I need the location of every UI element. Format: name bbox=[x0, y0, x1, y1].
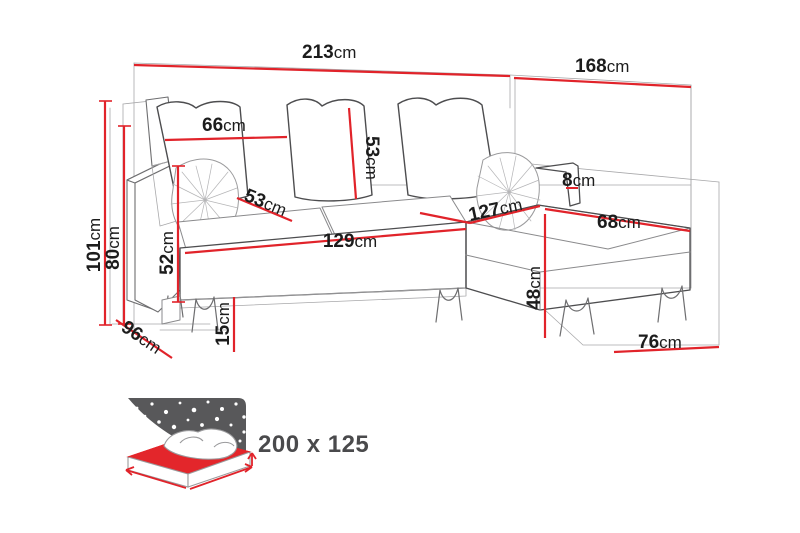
label-total-width: 213cm bbox=[302, 42, 356, 63]
chaise-front-face bbox=[465, 251, 691, 273]
label-sofa-depth: 96cm bbox=[117, 317, 165, 359]
label-chaise-depth-base: 76cm bbox=[638, 332, 682, 353]
left-front-foot bbox=[161, 295, 181, 325]
dimline-chaise-width bbox=[544, 207, 691, 233]
dimline-sofa-depth bbox=[115, 319, 173, 359]
dimline-backrest-cushion-w bbox=[164, 135, 288, 142]
leg-chaise-left bbox=[559, 297, 595, 337]
label-chaise-height: 48cm bbox=[524, 266, 545, 310]
dimline-chaise-seat-depth bbox=[419, 211, 471, 225]
leg-front-left bbox=[191, 296, 219, 333]
label-backrest-cushion-h: 53cm bbox=[361, 136, 382, 180]
dimension-lines bbox=[99, 63, 720, 359]
dimline-chaise-seat-depth-2 bbox=[469, 204, 541, 225]
label-total-height: 101cm bbox=[84, 218, 105, 272]
label-leg-height: 15cm bbox=[213, 302, 234, 346]
dimline-seat-width bbox=[184, 227, 467, 255]
bed-pillows bbox=[163, 428, 238, 460]
label-backrest-cushion-w: 66cm bbox=[202, 115, 246, 136]
label-chaise-bolster: 8cm bbox=[562, 170, 595, 191]
dimline-chaise-depth-base bbox=[613, 345, 720, 354]
dimline-backrest-cushion-h bbox=[347, 107, 358, 200]
back-cushion-2 bbox=[286, 98, 373, 202]
label-seat-width: 129cm bbox=[323, 231, 377, 252]
chaise-bolster bbox=[535, 162, 581, 207]
dimline-seat-depth bbox=[236, 196, 293, 223]
dimension-labels: 213cm 168cm 66cm 53cm 53cm 101cm 80cm 52… bbox=[84, 42, 682, 359]
bed-icon bbox=[125, 398, 257, 490]
label-arm-height: 52cm bbox=[157, 231, 178, 275]
label-chaise-depth-top: 168cm bbox=[575, 56, 629, 77]
dimline-total-width bbox=[133, 63, 511, 78]
leg-chaise-right bbox=[657, 285, 687, 323]
dimline-chaise-depth-top bbox=[513, 76, 692, 89]
mattress-dimension-arrows bbox=[125, 452, 257, 490]
leg-front-mid bbox=[435, 287, 463, 323]
chaise-body bbox=[465, 204, 691, 311]
sleeping-area-label: 200 x 125 bbox=[258, 431, 369, 458]
sofa-illustration bbox=[109, 62, 720, 346]
sleeping-area-group: 200 x 125 bbox=[125, 398, 369, 490]
label-back-height: 80cm bbox=[103, 226, 124, 270]
label-chaise-width: 68cm bbox=[597, 212, 641, 233]
